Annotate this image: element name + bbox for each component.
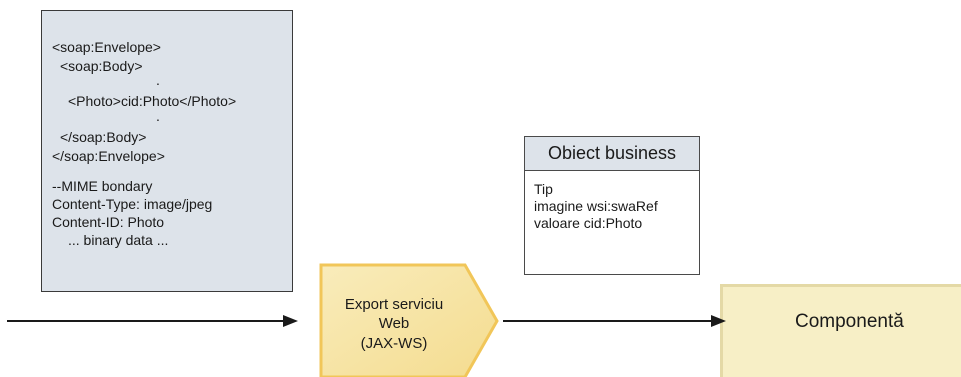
soap-body-open: <soap:Body> [60, 58, 143, 74]
business-object-field-value: valoare cid:Photo [534, 215, 643, 231]
content-type: Content-Type: image/jpeg [52, 196, 213, 212]
content-id: Content-ID: Photo [52, 214, 165, 230]
export-label-line-2: Web [378, 315, 410, 332]
business-object-box: Obiect business Tip imagine wsi:swaRef v… [524, 136, 700, 275]
soap-message-box: <soap:Envelope> <soap:Body> . <Photo>cid… [41, 10, 293, 292]
component-label: Componentă [795, 311, 904, 332]
mime-boundary: --MIME bondary [52, 178, 153, 194]
business-object-title: Obiect business [525, 137, 699, 171]
ellipsis-dot: . [156, 108, 160, 124]
component-box: Componentă [720, 284, 961, 377]
soap-envelope-close: </soap:Envelope> [52, 148, 165, 164]
export-shape [319, 263, 499, 377]
business-object-field-type: Tip [534, 181, 553, 197]
incoming-arrow-head [283, 315, 298, 327]
outgoing-arrow-head [711, 315, 726, 327]
soap-envelope-open: <soap:Envelope> [52, 39, 161, 55]
binary-data: ... binary data ... [68, 232, 169, 248]
photo-element: <Photo>cid:Photo</Photo> [68, 93, 237, 109]
export-label-line-3: (JAX-WS) [360, 335, 428, 352]
soap-body-close: </soap:Body> [60, 129, 147, 145]
export-label-line-1: Export serviciu [344, 296, 444, 313]
ellipsis-dot: . [156, 72, 160, 88]
business-object-field-image: imagine wsi:swaRef [534, 198, 658, 214]
